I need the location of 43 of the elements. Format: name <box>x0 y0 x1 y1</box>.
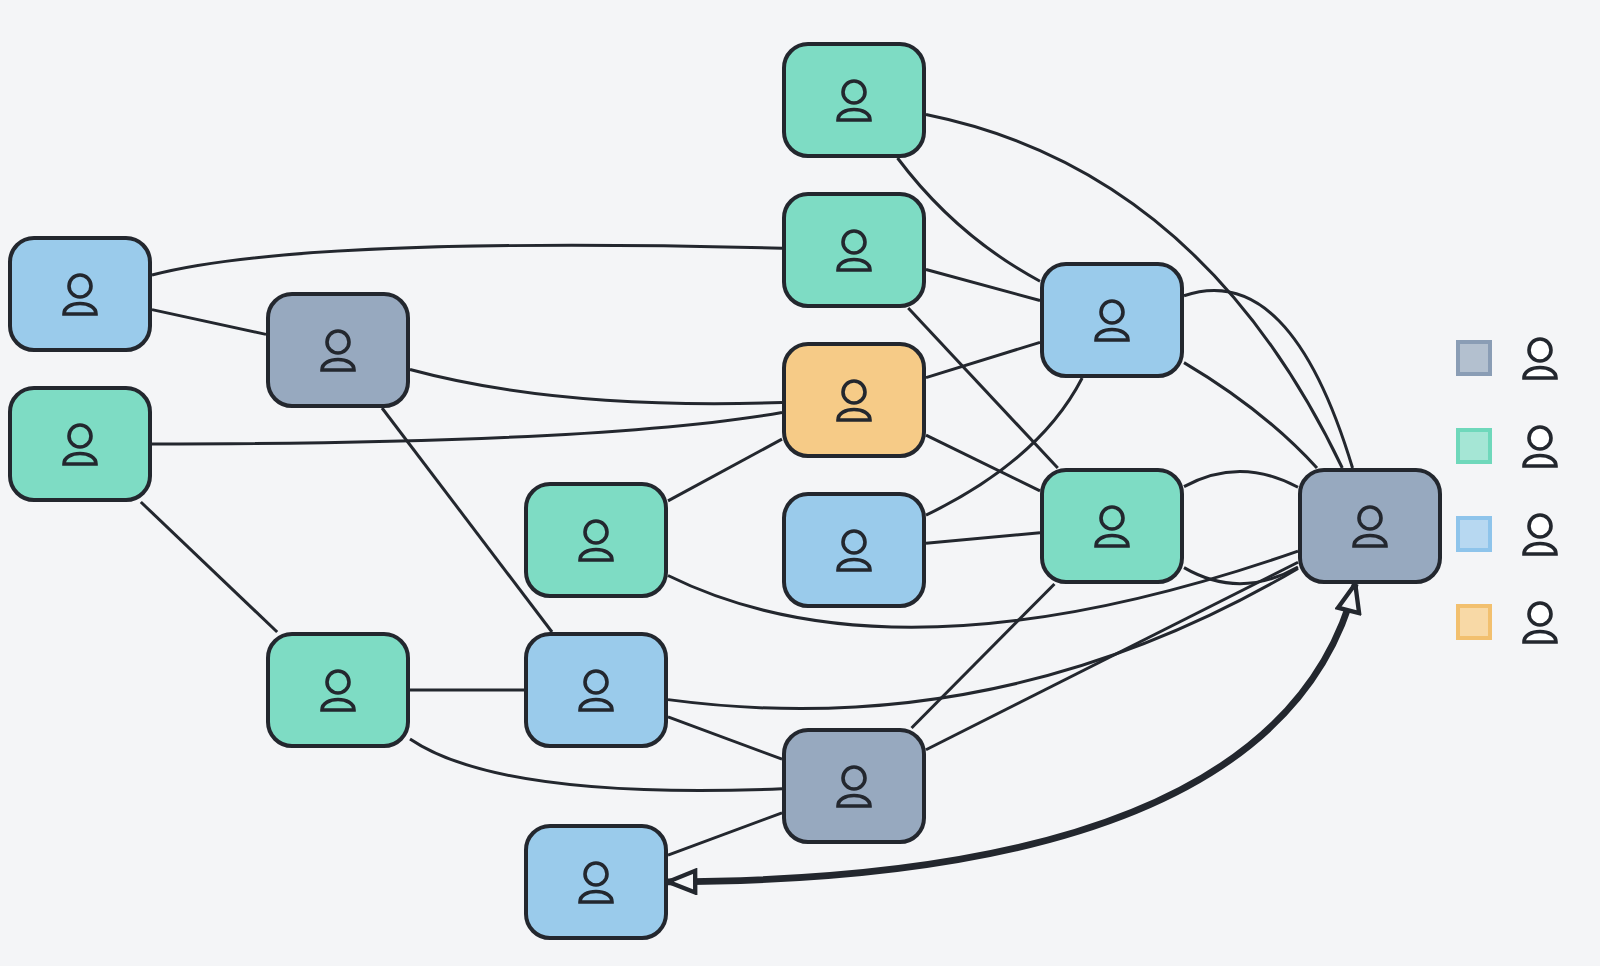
connector-line <box>1183 470 1299 489</box>
connector-line <box>1183 361 1319 470</box>
avatar-box <box>1040 468 1184 584</box>
connector-line <box>667 811 783 857</box>
connector-line <box>1183 289 1354 469</box>
avatar-box <box>8 236 152 352</box>
avatar-box <box>782 492 926 608</box>
avatar-box <box>524 632 668 748</box>
connector-line <box>139 500 279 634</box>
connector-line <box>925 531 1041 545</box>
avatar-box <box>782 42 926 158</box>
avatar-box <box>782 728 926 844</box>
connector-line <box>667 549 1299 629</box>
connector-line <box>667 437 783 503</box>
connector-line <box>925 268 1041 302</box>
avatar-box <box>266 292 410 408</box>
connector-line <box>896 157 1041 283</box>
avatar-box <box>524 482 668 598</box>
avatar-box <box>266 632 410 748</box>
avatar-box <box>1040 262 1184 378</box>
connector-line <box>410 688 524 692</box>
avatar-box <box>8 386 152 502</box>
connector-line <box>151 243 783 277</box>
arrow <box>665 581 1359 895</box>
connector-line <box>925 377 1084 517</box>
connector-line <box>151 308 267 336</box>
connector-line <box>925 433 1041 493</box>
connector-line <box>925 560 1299 752</box>
avatar-box <box>524 824 668 940</box>
connector-line <box>1183 565 1299 586</box>
connector-line <box>667 715 783 761</box>
connector-line <box>925 113 1344 469</box>
avatar-box <box>782 192 926 308</box>
connector-line <box>380 407 554 633</box>
connector-line <box>152 411 783 446</box>
connector-line <box>925 340 1041 380</box>
connector-line <box>910 582 1056 730</box>
avatar-box <box>782 342 926 458</box>
connector-line <box>409 368 783 406</box>
connector-line <box>907 306 1059 470</box>
connector-line <box>409 737 783 793</box>
avatar-box <box>1298 468 1442 584</box>
connector-line <box>667 567 1299 710</box>
